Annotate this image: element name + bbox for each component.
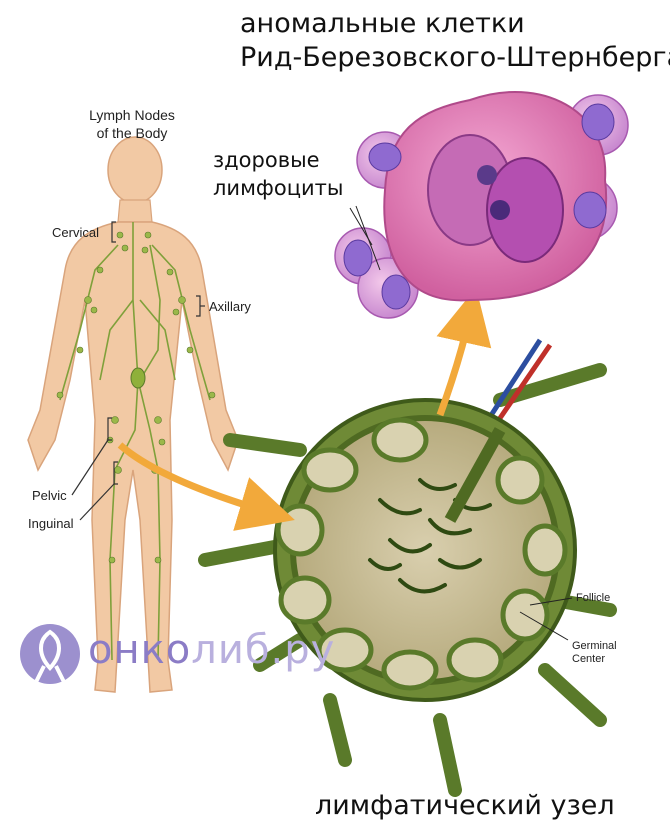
lymph-node-illustration: [198, 338, 617, 797]
label-germinal-center: Germinal Center: [572, 640, 617, 666]
heading-line1: аномальные клетки: [240, 8, 525, 39]
label-germinal-line2: Center: [572, 653, 606, 665]
label-cervical: Cervical: [52, 225, 99, 240]
body-figure-title-line1: Lymph Nodes: [89, 107, 175, 123]
label-pelvic: Pelvic: [32, 488, 67, 503]
watermark-part2: либ.ру: [191, 627, 336, 673]
ribbon-icon: [20, 624, 80, 684]
watermark: онко либ.ру: [18, 627, 335, 673]
label-germinal-line1: Germinal: [572, 640, 617, 652]
heading-line2: Рид-Березовского-Штернберга: [240, 42, 670, 73]
label-axillary: Axillary: [209, 299, 251, 314]
label-inguinal: Inguinal: [28, 516, 74, 531]
arrow-to-cells: [436, 287, 492, 417]
body-figure-title: Lymph Nodes of the Body: [82, 106, 182, 142]
human-body-figure: [27, 136, 239, 693]
caption-lymph-node: лимфатический узел: [315, 790, 615, 821]
healthy-label-line2: лимфоциты: [213, 176, 344, 200]
body-figure-title-line2: of the Body: [96, 125, 168, 141]
arrow-to-node: [117, 442, 295, 531]
label-follicle: Follicle: [576, 592, 611, 604]
healthy-label-line1: здоровые: [213, 148, 320, 172]
reed-sternberg-cell-group: [334, 91, 629, 319]
watermark-part1: онко: [88, 627, 192, 673]
